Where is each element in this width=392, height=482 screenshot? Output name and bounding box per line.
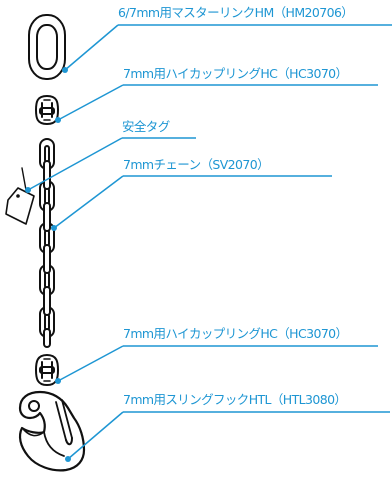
leader-chain <box>51 175 332 231</box>
hi-coupling-lower <box>35 354 59 386</box>
label-coupling-lower: 7mm用ハイカップリングHC（HC3070） <box>123 326 348 341</box>
label-chain: 7mmチェーン（SV2070） <box>123 157 270 172</box>
hi-coupling-upper <box>35 95 59 125</box>
chain <box>39 138 55 348</box>
leader-hook <box>65 411 390 462</box>
safety-tag <box>5 167 35 225</box>
leader-coupling-upper <box>55 84 378 123</box>
label-safety-tag: 安全タグ <box>122 119 170 134</box>
leader-master-link <box>62 24 392 73</box>
leader-coupling-lower <box>55 345 378 384</box>
master-link <box>28 14 66 80</box>
leader-safety-tag <box>25 137 196 193</box>
label-hook: 7mm用スリングフックHTL（HTL3080） <box>123 392 347 407</box>
label-master-link: 6/7mm用マスターリンクHM（HM20706） <box>118 5 354 20</box>
sling-hook <box>18 390 86 472</box>
label-coupling-upper: 7mm用ハイカップリングHC（HC3070） <box>123 66 348 81</box>
